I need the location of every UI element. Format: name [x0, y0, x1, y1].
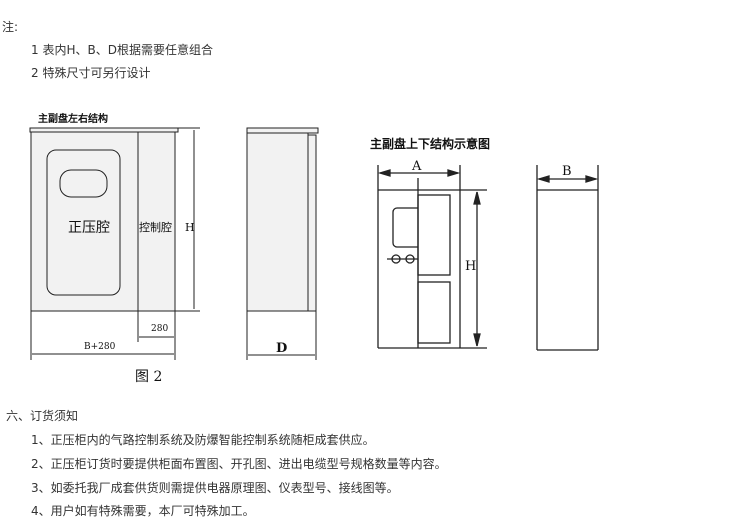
- order-item: 1、正压柜内的气路控制系统及防爆智能控制系统随柜成套供应。: [31, 433, 375, 447]
- order-item: 2、正压柜订货时要提供柜面布置图、开孔图、进出电缆型号规格数量等内容。: [31, 457, 447, 471]
- pressure-chamber-label: 正压腔: [68, 220, 110, 236]
- side-view: [246, 127, 319, 360]
- dim-280-label: 280: [151, 324, 168, 334]
- right-diagram-title: 主副盘上下结构示意图: [370, 136, 490, 151]
- dim-h-label: H: [185, 221, 195, 234]
- dim-h2-label: H: [465, 259, 476, 274]
- dim-d-label: D: [276, 341, 287, 356]
- order-item: 3、如委托我厂成套供货则需提供电器原理图、仪表型号、接线图等。: [31, 481, 399, 495]
- updown-side-view: [536, 165, 599, 351]
- note-title: 注:: [2, 20, 19, 34]
- note-item: 2 特殊尺寸可另行设计: [31, 66, 151, 80]
- note-item: 1 表内H、B、D根据需要任意组合: [31, 43, 213, 57]
- dim-b-label: B: [562, 164, 572, 179]
- dim-a-label: A: [411, 159, 422, 174]
- control-chamber-label: 控制腔: [139, 220, 172, 234]
- dim-b280-label: B+280: [84, 342, 116, 352]
- updown-front-view: [377, 165, 487, 349]
- order-item: 4、用户如有特殊需要，本厂可特殊加工。: [31, 504, 255, 518]
- front-view: [29, 127, 179, 312]
- order-title: 六、订货须知: [6, 409, 79, 423]
- figure-caption: 图 2: [135, 369, 162, 385]
- left-diagram-title: 主副盘左右结构: [38, 112, 108, 125]
